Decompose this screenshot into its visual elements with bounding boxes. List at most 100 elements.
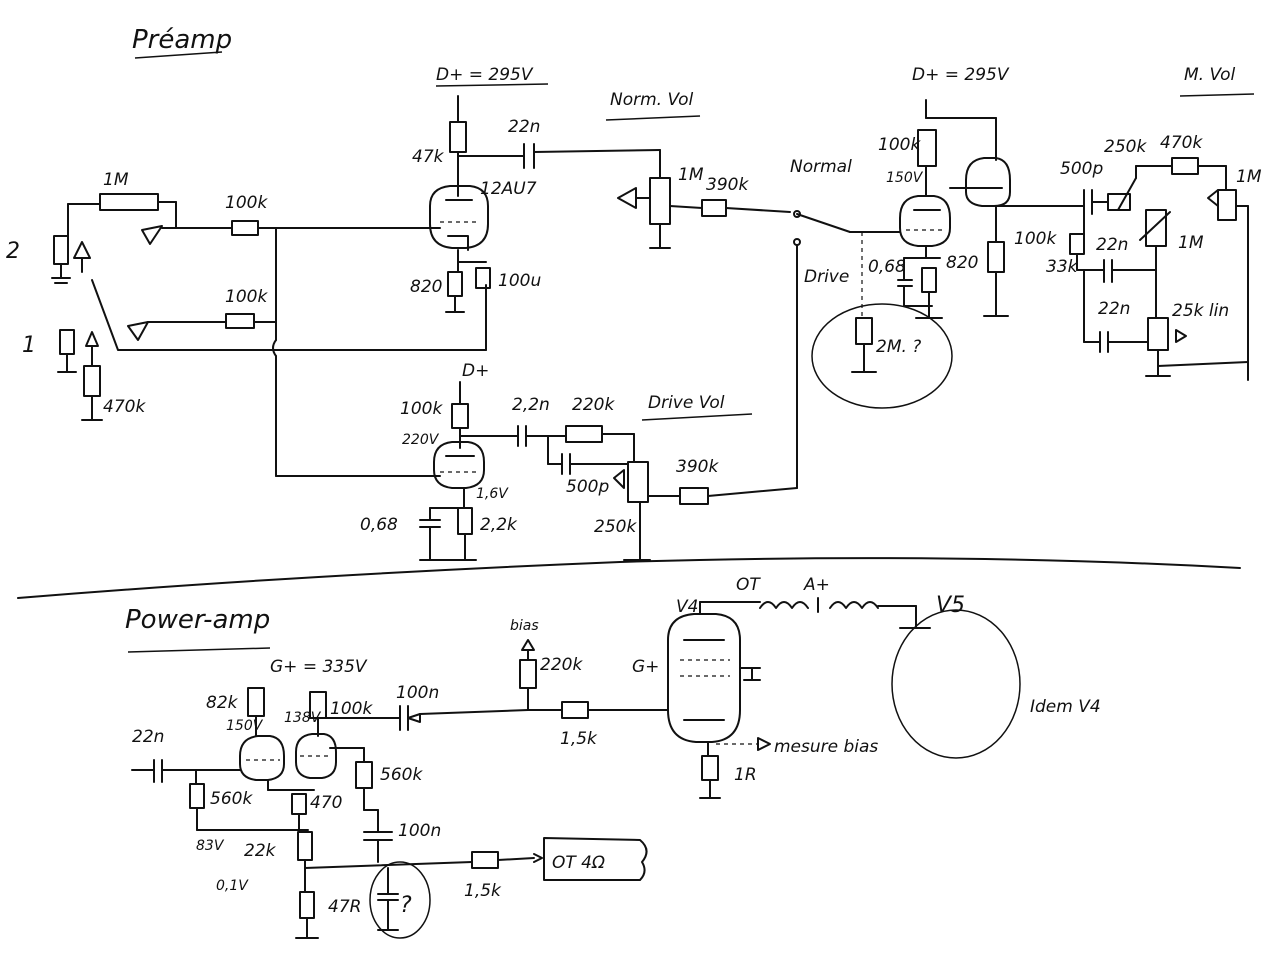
pot-25k-bass-label: 25k lin — [1172, 301, 1229, 321]
capacitor-100n-out-label: 100n — [396, 683, 439, 703]
resistor-100k-cathode — [987, 241, 1005, 273]
resistor-220k-bias — [519, 659, 537, 689]
tube-v5-circle — [891, 609, 1021, 759]
resistor-470-tail-label: 470 — [310, 793, 342, 813]
ground-ref-voltage: 0,1V — [216, 878, 249, 894]
resistor-820-v3-label: 820 — [946, 253, 978, 273]
resistor-2m-optional-label: 2M. ? — [876, 337, 921, 357]
resistor-100k-in1 — [225, 313, 255, 329]
resistor-820-v3 — [921, 267, 937, 293]
pot-1m-master-vol — [1217, 189, 1237, 221]
resistor-22k-tail-label: 22k — [244, 841, 277, 861]
capacitor-100n-fb-label: 100n — [398, 821, 441, 841]
ot-4ohm-tag — [543, 837, 648, 881]
optional-2m-circle — [811, 303, 953, 409]
tube-v4 — [667, 613, 741, 743]
resistor-100k-v2-label: 100k — [400, 399, 443, 419]
screen-supply-label: G+ — [632, 657, 659, 677]
v2-supply-label: D+ — [462, 361, 489, 381]
bias-input-label: bias — [510, 618, 539, 634]
v1-supply-label: D+ = 295V — [436, 65, 534, 85]
capacitor-unknown-label: ? — [400, 893, 412, 918]
resistor-22k-v2-label: 2,2k — [480, 515, 518, 535]
pot-1m-norm-vol — [649, 177, 671, 225]
resistor-15k-fb-label: 1,5k — [464, 881, 502, 901]
capacitor-068-v3-label: 0,68 — [868, 257, 906, 277]
resistor-22k-tail — [297, 831, 313, 861]
v2-cathode-voltage: 1,6V — [476, 486, 509, 502]
resistor-47k-v1 — [449, 121, 467, 153]
resistor-1m-top-label: 1M — [103, 170, 129, 190]
resistor-390k-norm — [701, 199, 727, 217]
preamp-title: Préamp — [132, 25, 232, 55]
tube-v5-label: V5 — [936, 593, 965, 618]
input-2-jack — [53, 235, 69, 265]
resistor-82k-label: 82k — [206, 693, 239, 713]
pot-1m-norm-vol-label: 1M — [678, 165, 704, 185]
pot-wiper-icon — [617, 187, 637, 209]
a-plus-label: A+ — [803, 575, 830, 595]
capacitor-100u-v1-label: 100u — [498, 271, 541, 291]
tube-pi-left — [239, 735, 285, 781]
norm-vol-title: Norm. Vol — [610, 90, 694, 110]
resistor-100k-in1-label: 100k — [225, 287, 268, 307]
idem-v4-note: Idem V4 — [1030, 697, 1101, 717]
input-2-label: 2 — [6, 239, 20, 264]
resistor-100k-cathode-label: 100k — [1014, 229, 1057, 249]
input-1-wire — [91, 279, 271, 351]
resistor-47k-v1-label: 47k — [412, 147, 445, 167]
tube-v1 — [429, 185, 489, 249]
capacitor-500p-tone-label: 500p — [1060, 159, 1103, 179]
resistor-470k-in1-label: 470k — [103, 397, 146, 417]
v3-plate-voltage: 150V — [886, 170, 924, 186]
capacitor-068-v2-label: 0,68 — [360, 515, 398, 535]
resistor-560k-right — [355, 761, 373, 789]
pot-250k-drive-label: 250k — [594, 517, 637, 537]
tube-v2 — [433, 441, 485, 489]
resistor-100k-v3-label: 100k — [878, 135, 921, 155]
resistor-820-v1 — [447, 271, 463, 297]
resistor-33k-tone-label: 33k — [1046, 257, 1079, 277]
resistor-220k-v2-label: 220k — [572, 395, 615, 415]
ot-label: OT — [736, 575, 761, 595]
resistor-15k-grid-label: 1,5k — [560, 729, 598, 749]
input-1-jack — [59, 329, 75, 355]
pot-1m-tone — [1145, 209, 1167, 247]
resistor-15k-fb — [471, 851, 499, 869]
capacitor-22n-v2-label: 2,2n — [512, 395, 550, 415]
resistor-33k-tone — [1069, 233, 1085, 255]
bias-arrow-icon — [521, 639, 535, 651]
ot-4ohm-label: OT 4Ω — [552, 853, 605, 873]
pot-1m-tone-label: 1M — [1178, 233, 1204, 253]
pi-right-plate-voltage: 138V — [284, 710, 322, 726]
resistor-560k-left — [189, 783, 205, 809]
resistor-560k-right-label: 560k — [380, 765, 423, 785]
resistor-470k-tone-label: 470k — [1160, 133, 1203, 153]
capacitor-500p-v2-label: 500p — [566, 477, 609, 497]
input-1-label: 1 — [22, 333, 36, 358]
pot-250k-drive — [627, 461, 649, 503]
resistor-560k-left-label: 560k — [210, 789, 253, 809]
switch-normal-label: Normal — [790, 157, 852, 177]
channel-switch[interactable] — [796, 213, 851, 233]
capacitor-100u-v1 — [475, 267, 491, 289]
resistor-1m-top — [99, 193, 159, 211]
resistor-820-v1-label: 820 — [410, 277, 442, 297]
pot-1m-master-vol-label: 1M — [1236, 167, 1262, 187]
resistor-470k-tone — [1171, 157, 1199, 175]
tail-voltage-83v: 83V — [196, 838, 225, 854]
resistor-1r — [701, 755, 719, 781]
v3-supply-label: D+ = 295V — [912, 65, 1010, 85]
output-transformer-primary — [759, 601, 809, 609]
poweramp-supply-label: G+ = 335V — [270, 657, 368, 677]
v2-plate-voltage: 220V — [402, 432, 440, 448]
resistor-100k-in2 — [231, 220, 259, 236]
pi-left-plate-voltage: 150V — [226, 718, 264, 734]
output-transformer-primary-2 — [829, 601, 879, 609]
resistor-250k-tone-label: 250k — [1104, 137, 1147, 157]
input-2-switch-icon — [73, 241, 91, 259]
resistor-390k-drive-label: 390k — [676, 457, 719, 477]
input-1-switch-icon — [85, 331, 99, 347]
